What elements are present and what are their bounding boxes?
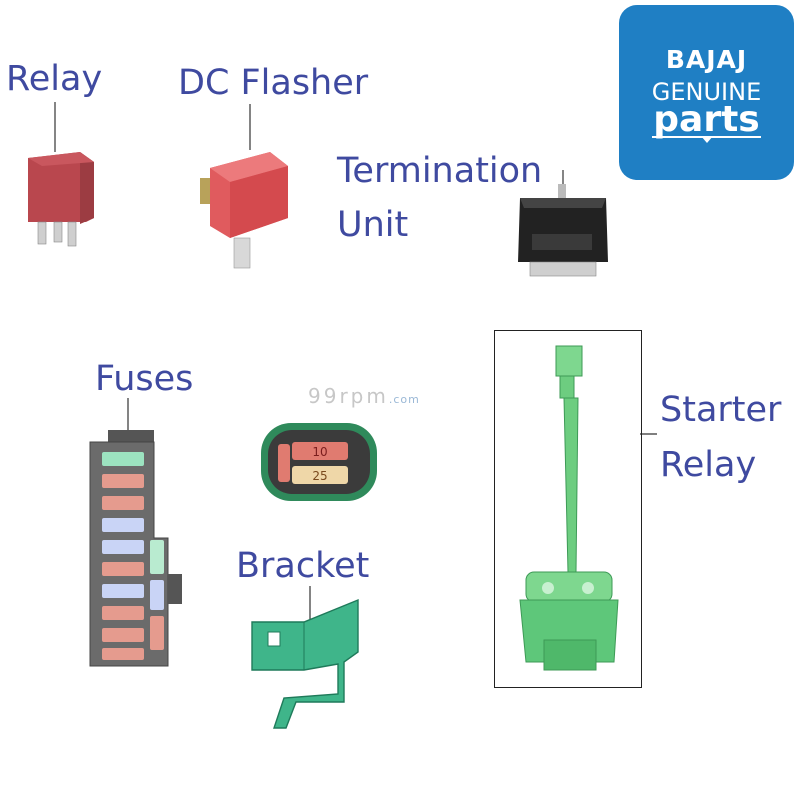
watermark: 99rpm.com bbox=[308, 384, 420, 408]
bracket-label: Bracket bbox=[236, 546, 370, 586]
watermark-main: 99rpm bbox=[308, 384, 389, 408]
relay-image bbox=[28, 152, 94, 247]
dc-flasher-image bbox=[200, 152, 288, 269]
logo-arrow-icon bbox=[700, 136, 713, 143]
termination-unit-label-line2: Unit bbox=[337, 205, 409, 245]
starter-relay-image bbox=[519, 345, 619, 671]
starter-relay-label-line2: Relay bbox=[660, 445, 757, 485]
logo-line2: GENUINE bbox=[651, 78, 762, 106]
starter-relay-label-line1: Starter bbox=[660, 390, 782, 430]
fuse-box-image bbox=[89, 430, 182, 667]
fuse-upper-value: 10 bbox=[312, 445, 327, 459]
relay-label: Relay bbox=[6, 59, 103, 99]
fuse-closeup-image: 10 25 bbox=[261, 423, 377, 501]
dc-flasher-label: DC Flasher bbox=[178, 63, 369, 103]
termination-unit-label-line1: Termination bbox=[337, 151, 543, 191]
fuses-label: Fuses bbox=[95, 359, 194, 399]
bracket-image bbox=[251, 598, 359, 729]
starter-relay-frame bbox=[494, 330, 642, 688]
bajaj-genuine-parts-logo: BAJAJ GENUINE parts bbox=[619, 5, 794, 180]
logo-line3: parts bbox=[653, 99, 760, 140]
logo-brand: BAJAJ bbox=[665, 45, 748, 74]
termination-unit-image bbox=[518, 184, 608, 277]
watermark-suffix: .com bbox=[388, 393, 420, 406]
fuse-lower-value: 25 bbox=[312, 469, 327, 483]
